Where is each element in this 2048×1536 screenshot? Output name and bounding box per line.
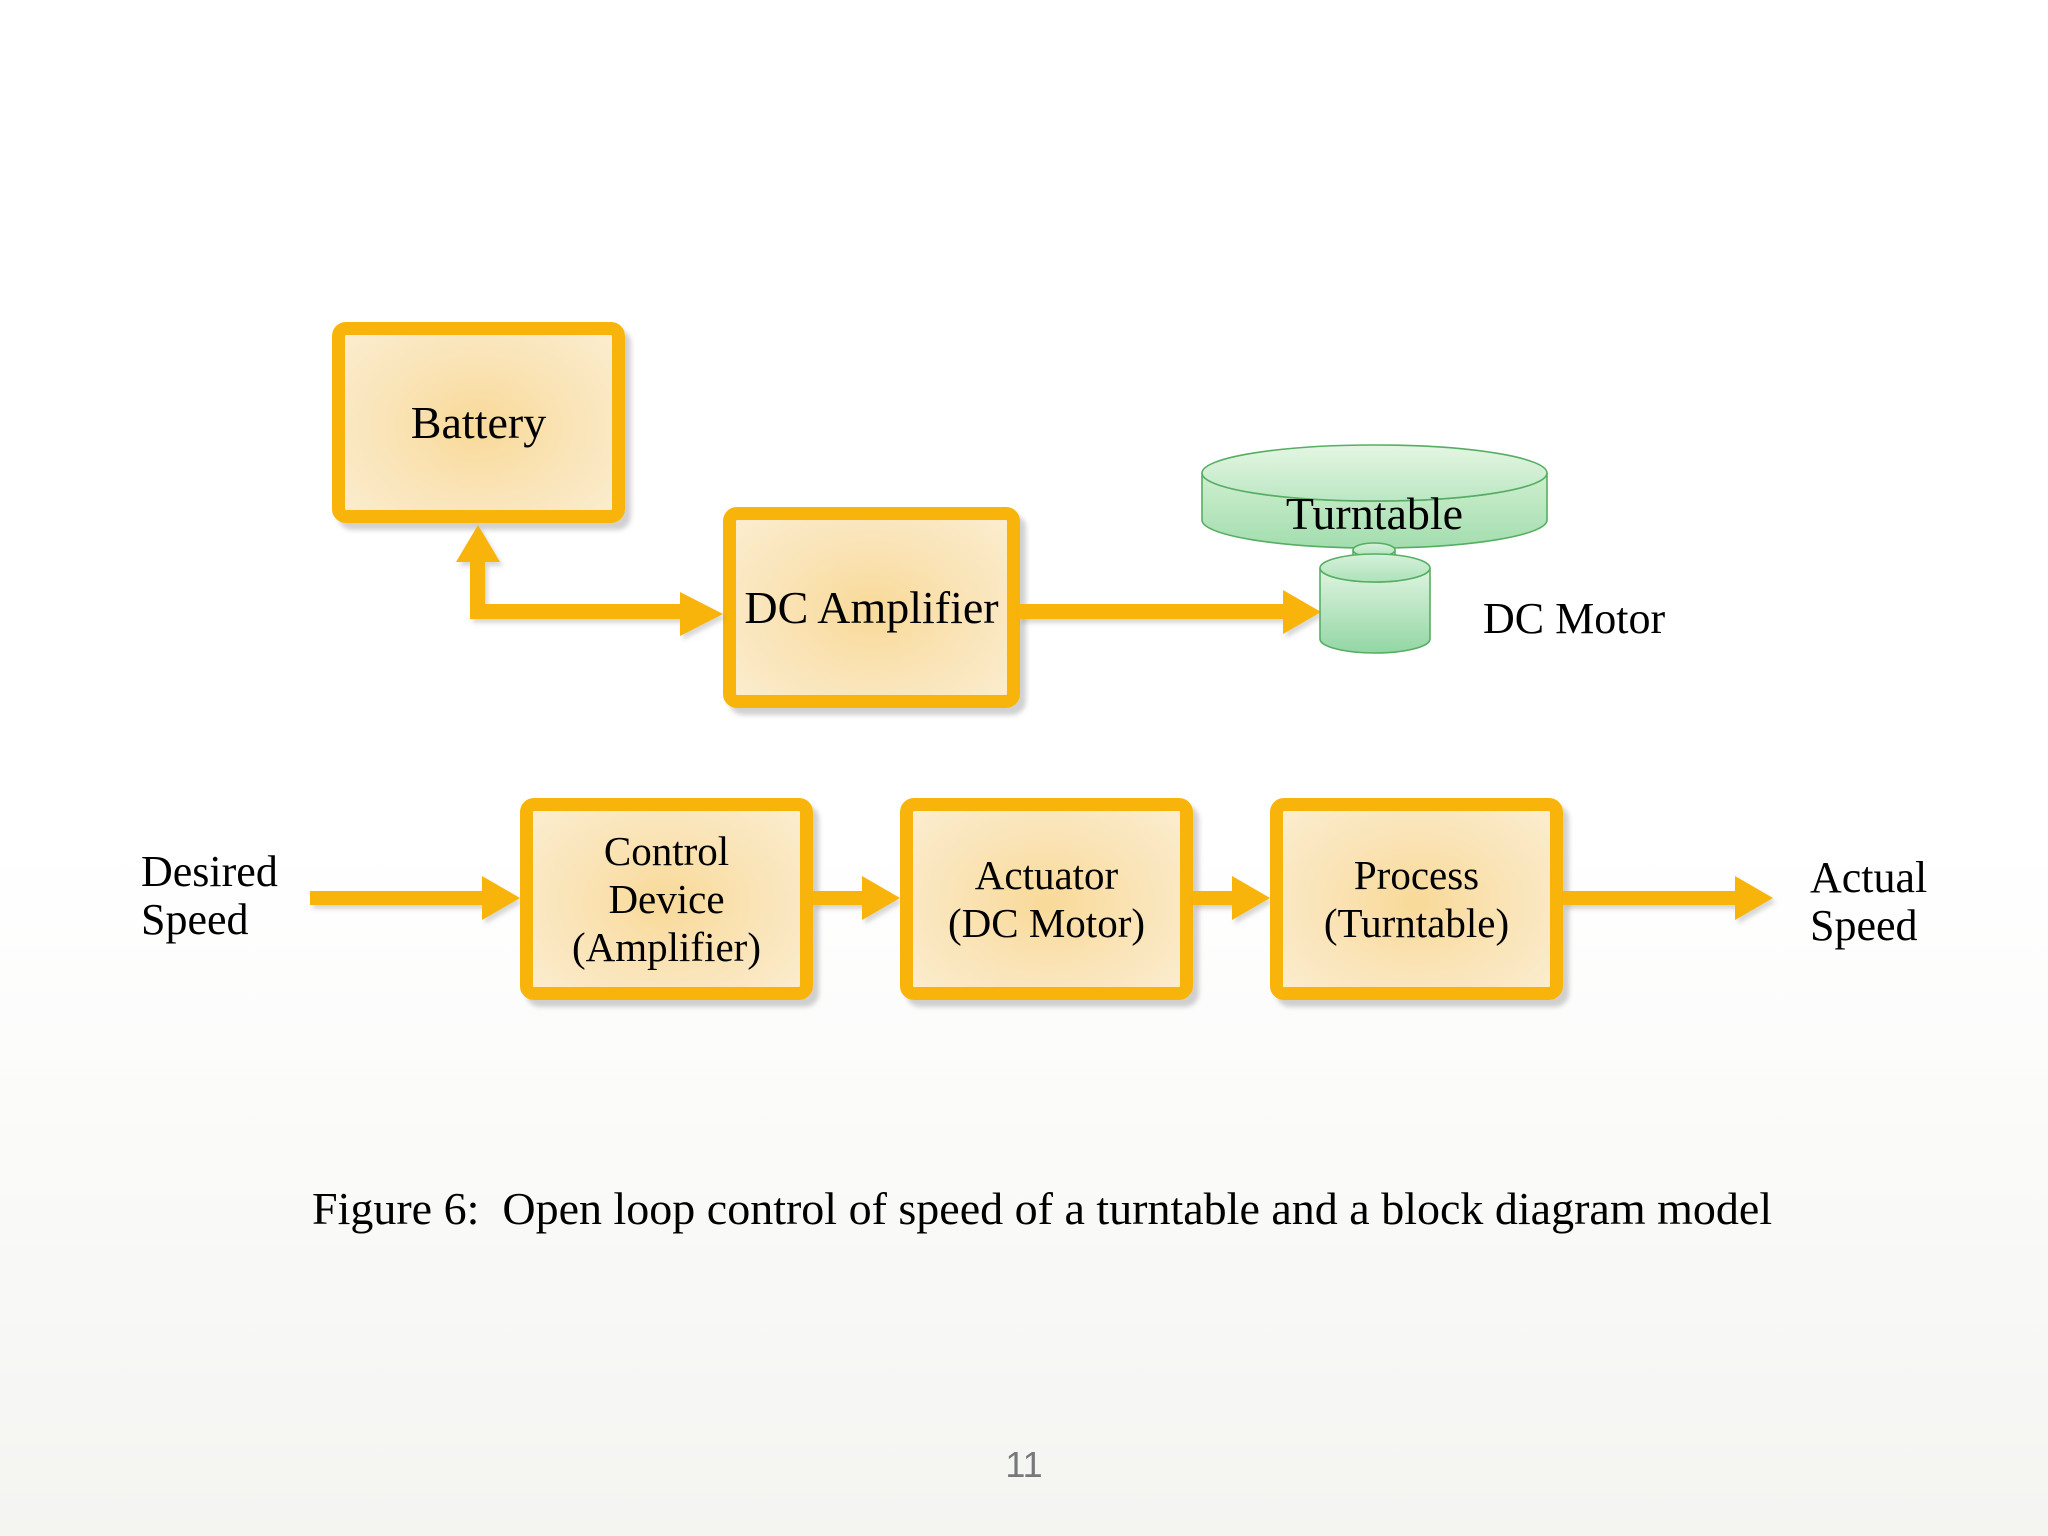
process-box: Process (Turntable) [1270, 798, 1563, 1000]
battery-label: Battery [410, 396, 547, 448]
page-number: 11 [1005, 1444, 1043, 1485]
desired-speed-label: Desired Speed [141, 847, 278, 944]
amplifier-to-motor-arrow [1018, 590, 1321, 634]
arrow-right-icon [680, 592, 723, 636]
turntable-motor-graphic [1201, 444, 1548, 654]
arrow-right-icon [1232, 876, 1270, 920]
control-device-box: Control Device (Amplifier) [520, 798, 813, 1000]
input-arrow [310, 876, 520, 920]
battery-box: Battery [332, 322, 625, 523]
arrow-right-icon [862, 876, 900, 920]
turntable-label: Turntable [1285, 488, 1464, 539]
actuator-box: Actuator (DC Motor) [900, 798, 1193, 1000]
arrow-up-icon [456, 525, 500, 562]
figure-caption: Figure 6: Open loop control of speed of … [312, 1183, 1773, 1234]
battery-connector-arrow [456, 525, 723, 636]
actual-speed-label: Actual Speed [1810, 853, 1928, 950]
control-to-actuator-arrow [813, 876, 900, 920]
dc-amplifier-box: DC Amplifier [723, 507, 1020, 708]
turntable-disk-top [1201, 444, 1548, 502]
dc-motor-label: DC Motor [1483, 594, 1666, 643]
arrow-right-icon [482, 876, 520, 920]
output-arrow [1563, 876, 1773, 920]
actuator-to-process-arrow [1193, 876, 1270, 920]
arrow-right-icon [1283, 590, 1321, 634]
dc-amplifier-label: DC Amplifier [744, 581, 999, 633]
arrow-right-icon [1735, 876, 1773, 920]
